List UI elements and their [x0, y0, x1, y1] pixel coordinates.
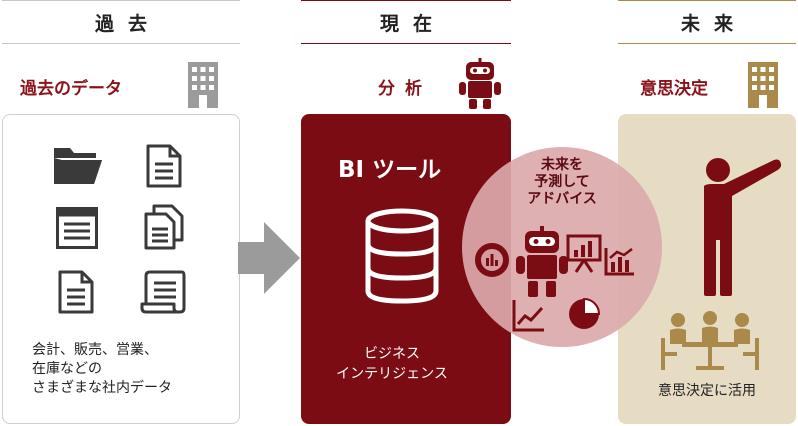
past-description: 会計、販売、営業、 在庫などの さまざまな社内データ: [32, 341, 172, 398]
pointing-person-icon: [704, 158, 782, 296]
folder-icon: [54, 148, 102, 184]
building-icon: [188, 62, 218, 108]
prediction-text: 未来を 予測して アドバイス: [462, 157, 662, 208]
header-past-label: 過去: [94, 12, 161, 35]
form-icon: [56, 207, 98, 249]
building-icon: [748, 62, 778, 108]
past-description-line: 会計、販売、営業、: [32, 342, 158, 358]
bi-tool-name: BI ツール: [338, 157, 442, 183]
bar-chart-icon: [604, 248, 634, 276]
pie-chart-icon: [569, 297, 601, 329]
bi-tool-caption-line: インテリジェンス: [336, 366, 448, 382]
meeting-icon: [661, 311, 759, 370]
bi-tool-caption: ビジネス インテリジェンス: [326, 344, 458, 384]
decision-caption: 意思決定に活用: [658, 383, 756, 399]
presentation-icon: [566, 234, 602, 273]
arrow-icon: [238, 222, 300, 294]
document-icon: [58, 270, 94, 314]
header-future: 未来: [618, 0, 796, 44]
robot-icon: [516, 226, 568, 297]
future-title: 意思決定: [640, 79, 708, 99]
header-present: 現在: [301, 0, 511, 44]
present-title: 分析: [378, 79, 432, 99]
header-past: 過去: [2, 0, 240, 44]
documents-stack-icon: [144, 204, 184, 250]
robot-icon: [459, 58, 501, 109]
prediction-text-line: アドバイス: [527, 191, 597, 207]
past-description-line: さまざまな社内データ: [32, 380, 172, 396]
past-description-line: 在庫などの: [32, 361, 102, 377]
header-future-label: 未来: [680, 12, 747, 35]
past-data-panel: [2, 114, 240, 424]
line-chart-icon: [512, 300, 544, 332]
header-present-label: 現在: [379, 12, 446, 35]
prediction-text-line: 未来を: [541, 157, 583, 173]
scroll-icon: [140, 270, 186, 314]
document-icon: [146, 144, 182, 188]
bi-tool-caption-line: ビジネス: [364, 346, 420, 362]
pie-chart-icon: [475, 243, 509, 277]
past-title: 過去のデータ: [20, 79, 122, 99]
database-icon: [365, 208, 439, 304]
prediction-text-line: 予測して: [534, 174, 590, 190]
